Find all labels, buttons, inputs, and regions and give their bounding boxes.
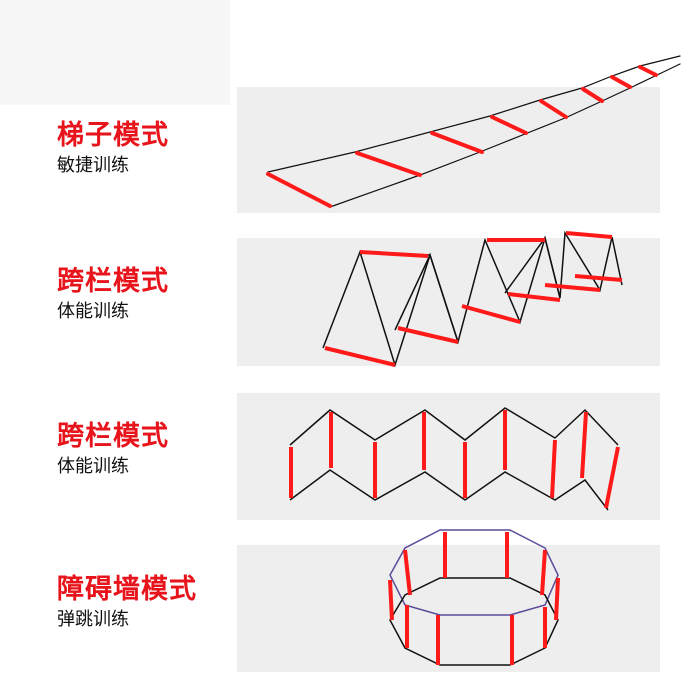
mode-label-ladder: 梯子模式 敏捷训练: [57, 120, 169, 178]
mode-title: 障碍墙模式: [57, 574, 197, 605]
mode-subtitle: 敏捷训练: [57, 155, 129, 176]
panel-ladder-mode: [237, 87, 660, 213]
mode-label-hurdle-1: 跨栏模式 体能训练: [57, 266, 169, 324]
mode-label-hurdle-2: 跨栏模式 体能训练: [57, 421, 169, 479]
mode-title: 梯子模式: [57, 120, 169, 151]
mode-title: 跨栏模式: [57, 421, 169, 452]
ladder-zigzag-illustration: [289, 407, 620, 511]
mode-label-wall: 障碍墙模式 弹跳训练: [57, 574, 197, 632]
ladder-hurdle-illustration: [322, 230, 623, 368]
mode-subtitle: 弹跳训练: [57, 609, 129, 630]
ladder-wall-illustration: [388, 529, 560, 666]
panel-wall-mode: [237, 545, 660, 672]
panel-hurdle-mode-1: [237, 238, 660, 366]
mode-subtitle: 体能训练: [57, 456, 129, 477]
ladder-flat-illustration: [266, 55, 681, 208]
mode-subtitle: 体能训练: [57, 301, 129, 322]
mode-title: 跨栏模式: [57, 266, 169, 297]
top-left-blank-area: [0, 0, 230, 105]
